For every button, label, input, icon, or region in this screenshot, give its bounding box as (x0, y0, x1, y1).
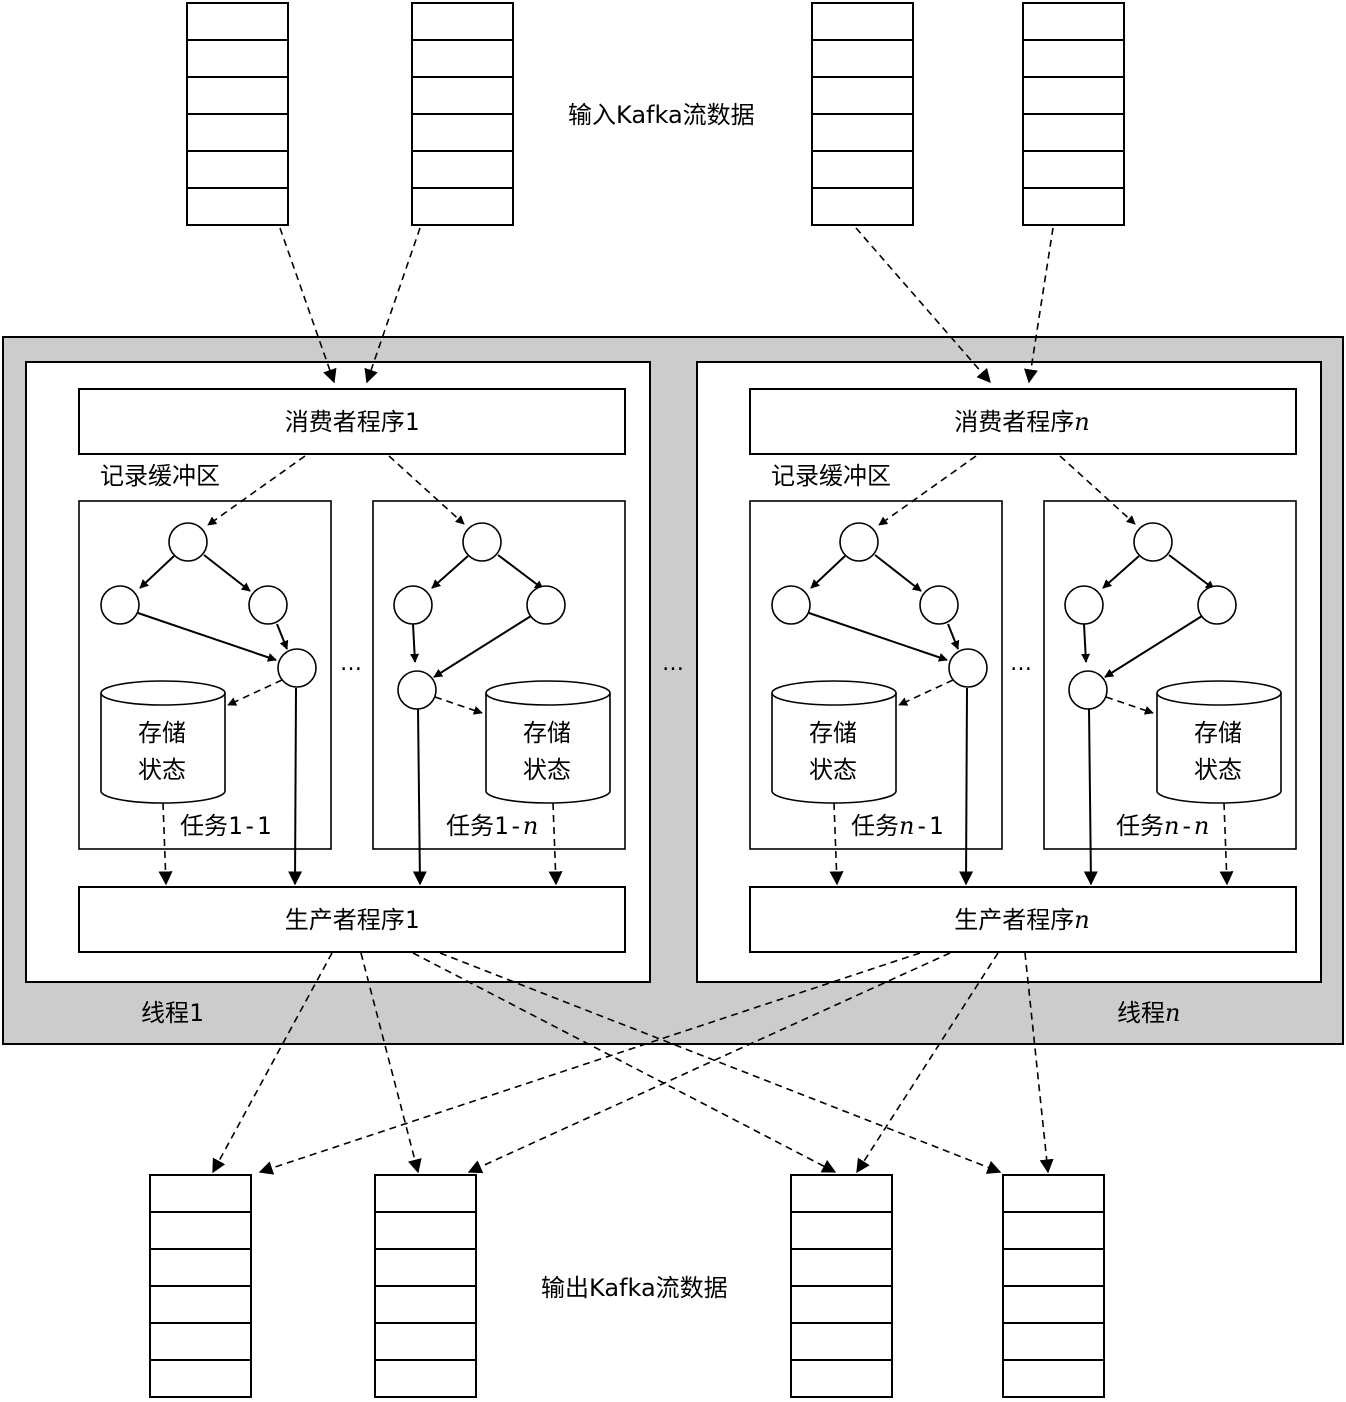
output-topic-3 (790, 1174, 893, 1398)
processor-node (397, 670, 437, 710)
processor-node (168, 522, 208, 562)
output-arrow (467, 952, 951, 1174)
output-topic-2 (374, 1174, 477, 1398)
processor-node (277, 648, 317, 688)
processor-node (526, 585, 566, 625)
ellipsis-threads: … (662, 651, 684, 676)
processor-node (462, 522, 502, 562)
output-arrow (412, 952, 837, 1173)
input-arrow (1024, 227, 1054, 384)
svg-text:状态: 状态 (1194, 756, 1242, 784)
task-1-1-topology (100, 522, 317, 886)
output-arrow (212, 952, 333, 1174)
task-n-n-topology (1064, 522, 1237, 886)
thread-1-label: 线程1 (141, 999, 203, 1027)
consumer-to-task-arrow (1059, 455, 1136, 525)
input-topic-2 (411, 2, 514, 226)
record-buffer-label-1: 记录缓冲区 (100, 462, 220, 490)
state-store-n-1: 存储 状态 (771, 680, 897, 804)
input-arrow (279, 227, 337, 384)
svg-text:存储: 存储 (138, 719, 186, 747)
state-store-1-n: 存储 状态 (485, 680, 611, 804)
svg-text:存储: 存储 (523, 719, 571, 747)
output-stream-label: 输出Kafka流数据 (541, 1274, 728, 1302)
consumer-n-label: 消费者程序n (954, 408, 1089, 436)
processor-node (1133, 522, 1173, 562)
producer-n-box (749, 886, 1297, 953)
state-store-1-1: 存储 状态 (100, 680, 226, 804)
svg-text:状态: 状态 (809, 756, 857, 784)
svg-text:存储: 存储 (1194, 719, 1242, 747)
output-topic-1 (149, 1174, 252, 1398)
processor-node (1064, 585, 1104, 625)
consumer-to-task-arrow (388, 455, 465, 525)
producer-n-label: 生产者程序n (954, 906, 1089, 934)
task-n-1-topology (771, 522, 988, 886)
svg-text:状态: 状态 (523, 756, 571, 784)
ellipsis-tasks-n: … (1010, 651, 1032, 676)
output-topic-4 (1002, 1174, 1105, 1398)
output-arrow (1024, 952, 1054, 1174)
task-1-n-label: 任务1-n (446, 812, 538, 840)
input-arrow (855, 227, 991, 384)
consumer-1-box (78, 388, 626, 455)
input-stream-label: 输入Kafka流数据 (568, 101, 755, 129)
processor-node (1068, 670, 1108, 710)
input-topic-1 (186, 2, 289, 226)
output-arrow (856, 952, 999, 1174)
consumer-to-task-arrow (878, 455, 977, 526)
processor-node (919, 585, 959, 625)
output-arrow (439, 952, 1002, 1174)
task-n-n-label: 任务n-n (1116, 812, 1209, 840)
thread-n-label: 线程n (1117, 999, 1180, 1027)
processor-node (100, 585, 140, 625)
input-topic-4 (1022, 2, 1125, 226)
ellipsis-tasks-1: … (340, 651, 362, 676)
producer-1-label: 生产者程序1 (285, 906, 419, 934)
processor-node (771, 585, 811, 625)
svg-text:存储: 存储 (809, 719, 857, 747)
task-n-1-label: 任务n-1 (851, 812, 943, 840)
record-buffer-label-n: 记录缓冲区 (771, 462, 891, 490)
producer-1-box (78, 886, 626, 953)
input-topic-3 (811, 2, 914, 226)
output-arrow (360, 952, 422, 1174)
output-arrow (258, 952, 921, 1175)
task-1-n-topology (393, 522, 566, 886)
svg-text:状态: 状态 (138, 756, 186, 784)
state-store-n-n: 存储 状态 (1156, 680, 1282, 804)
processor-node (948, 648, 988, 688)
consumer-n-box (749, 388, 1297, 455)
task-1-1-label: 任务1-1 (180, 812, 271, 840)
consumer-to-task-arrow (207, 455, 306, 526)
processor-node (839, 522, 879, 562)
consumer-1-label: 消费者程序1 (285, 408, 419, 436)
processor-node (393, 585, 433, 625)
processor-node (248, 585, 288, 625)
processor-node (1197, 585, 1237, 625)
input-arrow (364, 227, 421, 384)
